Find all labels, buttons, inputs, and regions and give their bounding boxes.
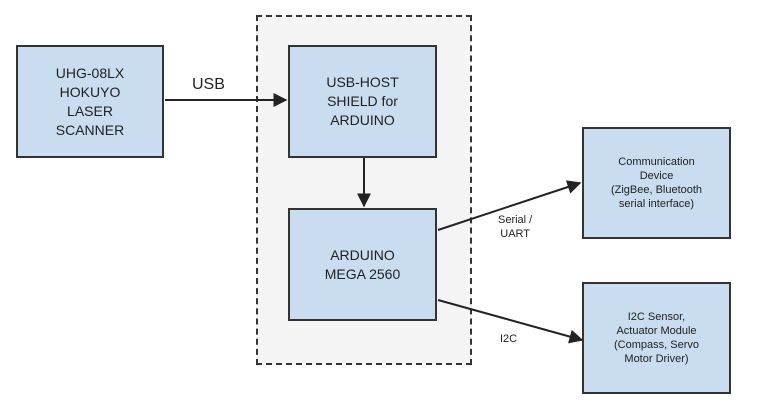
usb-host-shield-block: USB-HOST SHIELD for ARDUINO — [288, 45, 437, 158]
i2c-label: I2C — [500, 333, 518, 345]
communication-device-block: Communication Device (ZigBee, Bluetooth … — [582, 127, 731, 239]
i2c-connector — [437, 299, 584, 344]
i2c-module-block: I2C Sensor, Actuator Module (Compass, Se… — [582, 282, 731, 394]
scanner-block: UHG-08LX HOKUYO LASER SCANNER — [16, 45, 164, 158]
usb-label: USB — [192, 76, 225, 93]
serial-connector — [437, 180, 582, 231]
serial-label: Serial / UART — [498, 214, 533, 240]
arduino-mega-block: ARDUINO MEGA 2560 — [288, 208, 437, 321]
